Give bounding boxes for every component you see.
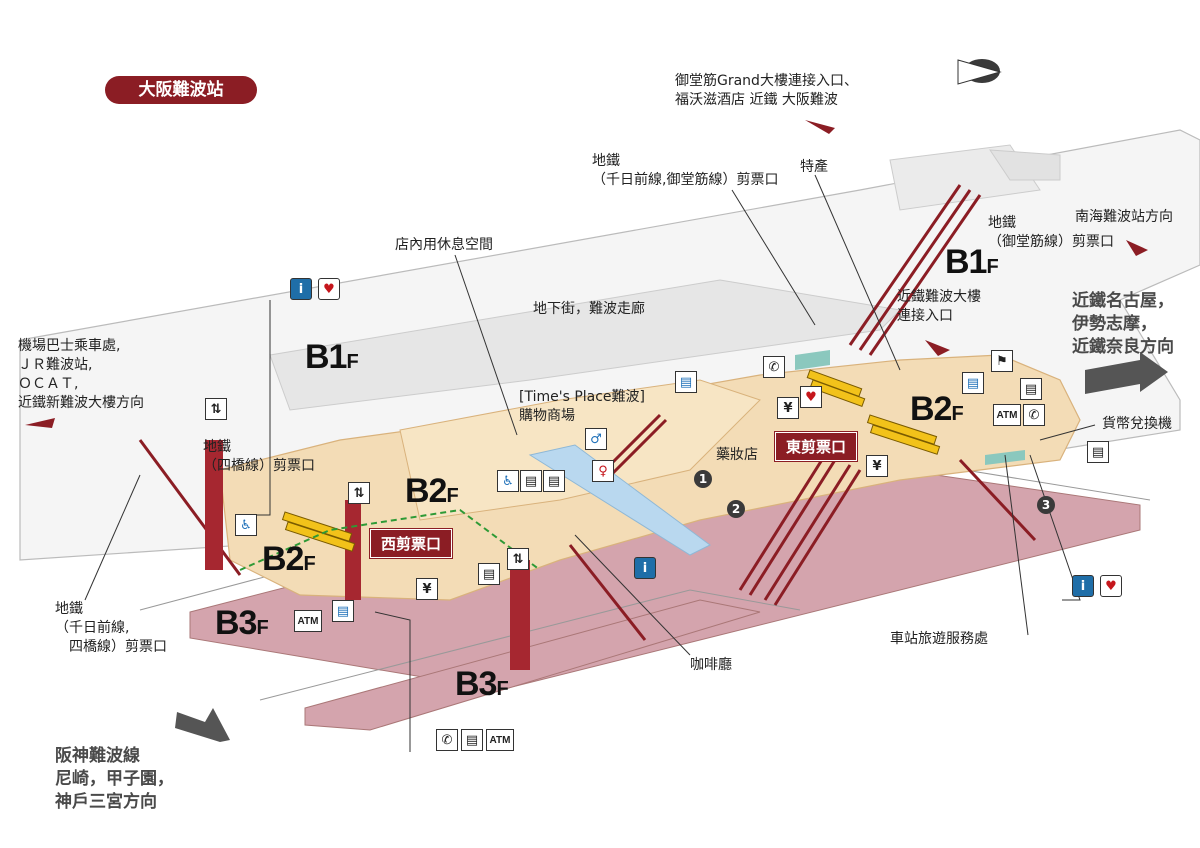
aed-icon: ♥ [318,278,340,300]
aed-heart-icon: ♥ [800,386,822,408]
phone-icon-2: ✆ [1023,404,1045,426]
aed-icon-3: ♥ [1100,575,1122,597]
coin-locker-icon-2: ▤ [1020,378,1042,400]
label-rest-space: 店內用休息空間 [395,237,493,253]
yen-icon-3: ¥ [416,578,438,600]
label-subway-midosuji: 地鐵 （御堂筋線）剪票口 [988,215,1114,250]
phone-icon-3: ✆ [436,729,458,751]
station-title-badge: 大阪難波站 [105,76,257,104]
label-specialty: 特產 [800,159,828,175]
label-cafe: 咖啡廳 [690,657,732,673]
elevator-shaft-center [510,560,530,670]
locker-icon-3: ▤ [962,372,984,394]
floor-label-b1-left: B1F [305,338,359,376]
atm-icon-3: ATM [486,729,514,751]
floor-label-b3-left: B3F [215,604,269,642]
red-direction-arrows [25,120,1148,428]
west-gate-label: 西剪票口 [370,529,453,558]
locker-icon: ▤ [675,371,697,393]
coin-locker-icon: ▤ [478,563,500,585]
elevator-icon: ⇅ [205,398,227,420]
label-subway-bottom: 地鐵 （千日前線, 四橋線）剪票口 [55,601,167,655]
toilet-female-icon: ♀ [592,460,614,482]
b1-shop-block [269,279,902,411]
wheelchair-icon-2: ♿ [497,470,519,492]
escalator-info-icon-3: i [1072,575,1094,597]
label-nankai: 南海難波站方向 [1075,209,1173,225]
coin-locker-icon-3: ▤ [461,729,483,751]
yen-icon-2: ¥ [866,455,888,477]
label-tourist-info: 車站旅遊服務處 [890,631,988,647]
phone-icon: ✆ [763,356,785,378]
elevator-icon-3: ⇅ [507,548,529,570]
label-subway-sennichimae: 地鐵 （千日前線,御堂筋線）剪票口 [592,153,779,188]
direction-nagoya: 近鐵名古屋， 伊勢志摩， 近鐵奈良方向 [1072,291,1174,357]
label-drugstore: 藥妝店 [716,447,758,463]
label-airport-bus: 機場巴士乘車處, ＪＲ難波站, ＯＣＡＴ, 近鐵新難波大樓方向 [18,338,144,411]
label-subway-yotsubashi: 地鐵 （四橋線）剪票口 [203,439,315,474]
ticket-gates [281,369,941,552]
marker-3: 3 [1037,496,1055,514]
flag-icon: ⚑ [991,350,1013,372]
arrow-hanshin [175,708,230,742]
nursing-room-icon: ▤ [520,470,542,492]
floor-label-b1-right: B1F [945,243,999,281]
floor-label-b2-center: B2F [405,472,459,510]
b3-platform-lower [304,599,761,731]
atm-icon: ATM [294,610,322,632]
marker-2: 2 [727,500,745,518]
currency-exchange-icon: ▤ [1087,441,1109,463]
locker-icon-2: ▤ [332,600,354,622]
label-currency-exchange: 貨幣兌換機 [1102,416,1172,432]
east-gate-label: 東剪票口 [775,432,858,461]
label-kintetsu-building: 近鐵難波大樓 連接入口 [897,289,981,324]
accessible-route [239,508,541,571]
escalator-info-icon: i [290,278,312,300]
escalator-info-icon-2: i [634,557,656,579]
yen-icon: ¥ [777,397,799,419]
elevator-icon-2: ⇅ [348,482,370,504]
arrow-nagoya [1085,352,1168,394]
label-times-place: [Time's Place難波] 購物商場 [519,389,645,424]
floor-label-b2-right: B2F [910,390,964,428]
floor-label-b2-left: B2F [262,540,316,578]
label-grand-entrance: 御堂筋Grand大樓連接入口、 福沃滋酒店 近鐵 大阪難波 [675,73,858,108]
wheelchair-icon: ♿ [235,514,257,536]
blue-walkway [528,444,711,556]
direction-hanshin: 阪神難波線 尼崎，甲子園， 神戶三宮方向 [55,746,174,812]
compass-icon [957,59,1002,85]
floor-label-b3-center: B3F [455,665,509,703]
family-room-icon: ▤ [543,470,565,492]
escalators [138,184,1037,641]
elevator-shaft-left [205,440,223,570]
atm-icon-2: ATM [993,404,1021,426]
marker-1: 1 [694,470,712,488]
toilet-male-icon: ♂ [585,428,607,450]
label-underground-street: 地下街，難波走廊 [533,301,645,317]
